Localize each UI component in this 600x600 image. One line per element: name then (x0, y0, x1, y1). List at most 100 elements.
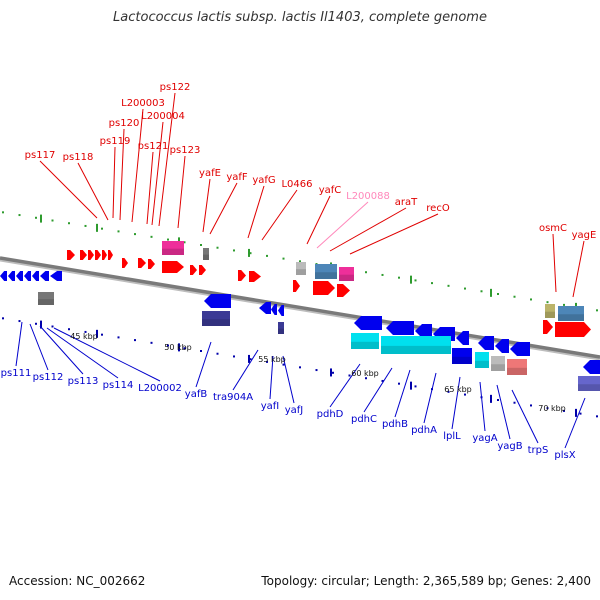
forward-feature-block (296, 262, 306, 275)
forward-leader-line (77, 162, 109, 221)
reverse-gene-arrow (8, 271, 15, 281)
reverse-feature-block-shade (381, 345, 451, 354)
forward-leader-line (261, 189, 298, 241)
forward-gene-arrow (95, 250, 101, 260)
scale-label: 55 kbp (258, 355, 286, 364)
reverse-gene-arrow (24, 271, 31, 281)
reverse-tick-dot (35, 322, 37, 325)
reverse-tick-dot (134, 339, 136, 342)
reverse-tick-major-tick (575, 408, 577, 417)
scale-label: 45 kbp (70, 332, 98, 341)
reverse-feature-block-shade (202, 319, 230, 326)
reverse-tick-dot (282, 363, 285, 366)
forward-tick-dot (563, 303, 565, 306)
forward-gene-arrow (80, 250, 87, 260)
forward-tick-dot (216, 246, 219, 249)
forward-tick-dot (167, 238, 169, 241)
scale-label: 70 kbp (538, 404, 566, 413)
reverse-feature-block-shade (475, 360, 489, 368)
forward-gene-arrow (88, 250, 94, 260)
accession-label: Accession: NC_002662 (9, 574, 146, 588)
reverse-feature-block-shade (507, 367, 527, 375)
reverse-tick-dot (200, 350, 202, 352)
reverse-tick-dot (233, 355, 235, 358)
forward-gene-label: ps123 (170, 145, 201, 156)
forward-gene-label: L0466 (281, 179, 312, 190)
reverse-tick-major-tick (96, 329, 98, 338)
reverse-gene-label: yafJ (285, 405, 304, 416)
forward-tick-major-tick (410, 275, 412, 284)
reverse-gene-arrow (415, 324, 432, 338)
forward-gene-label: ps121 (138, 141, 169, 152)
forward-gene-arrow (190, 265, 197, 275)
forward-tick-dot (596, 309, 598, 312)
reverse-leader-line (394, 369, 411, 418)
forward-tick-dot (480, 290, 483, 293)
forward-gene-arrow (67, 250, 75, 260)
forward-leader-line (151, 121, 164, 226)
forward-tick-dot (233, 249, 235, 252)
reverse-tick-dot (348, 374, 351, 377)
reverse-gene-label: pdhC (351, 414, 377, 425)
forward-tick-dot (117, 230, 120, 233)
forward-tick-dot (2, 211, 4, 214)
reverse-feature-block (202, 311, 230, 326)
reverse-gene-arrow (386, 321, 414, 335)
forward-tick-dot (183, 241, 186, 244)
reverse-feature-block-shade (278, 328, 284, 334)
forward-leader-line (39, 160, 98, 219)
reverse-leader-line (423, 372, 437, 424)
reverse-gene-label: L200002 (138, 383, 182, 394)
forward-gene-label: L200004 (141, 111, 185, 122)
reverse-leader-line (329, 363, 361, 408)
reverse-tick-dot (117, 336, 120, 339)
forward-tick-dot (150, 235, 153, 238)
forward-tick-dot (200, 244, 202, 246)
forward-gene-arrow (313, 281, 335, 295)
reverse-tick-dot (381, 379, 384, 382)
forward-tick-dot (414, 279, 417, 282)
forward-tick-dot (299, 260, 301, 263)
reverse-feature-block (507, 359, 527, 375)
forward-feature-block (339, 267, 354, 281)
forward-tick-dot (530, 298, 532, 301)
reverse-leader-line (29, 323, 49, 371)
reverse-leader-line (363, 367, 393, 413)
forward-gene-label: ps117 (25, 150, 56, 161)
forward-gene-label: ps118 (63, 152, 94, 163)
forward-feature-block-shade (315, 272, 337, 279)
reverse-tick-dot (68, 328, 70, 331)
forward-leader-line (349, 213, 439, 255)
scale-label: 65 kbp (444, 385, 472, 394)
reverse-gene-arrow (278, 305, 284, 316)
reverse-tick-major-tick (178, 343, 180, 352)
reverse-tick-dot (84, 330, 87, 333)
forward-gene-arrow (249, 271, 261, 282)
forward-tick-dot (464, 287, 466, 290)
forward-leader-line (177, 155, 186, 229)
forward-gene-arrow (148, 259, 155, 269)
reverse-tick-dot (183, 347, 186, 350)
forward-gene-arrow (138, 258, 146, 268)
forward-gene-label: yagE (572, 230, 597, 241)
scale-label: 60 kbp (351, 369, 379, 378)
reverse-leader-line (15, 321, 23, 367)
forward-gene-label: araT (395, 197, 418, 208)
reverse-tick-dot (563, 409, 565, 412)
forward-leader-line (202, 178, 211, 233)
forward-tick-major-tick (96, 223, 98, 232)
forward-tick-major-tick (248, 248, 250, 257)
reverse-tick-dot (216, 352, 219, 355)
reverse-tick-major-tick (248, 354, 250, 363)
reverse-tick-dot (101, 333, 103, 336)
forward-tick-dot (546, 301, 549, 304)
reverse-gene-label: ps111 (1, 368, 32, 379)
forward-tick-major-tick (490, 288, 492, 297)
forward-gene-arrow (108, 250, 113, 260)
reverse-gene-arrow (271, 304, 277, 315)
reverse-gene-arrow (40, 271, 49, 281)
forward-leader-line (306, 195, 331, 245)
